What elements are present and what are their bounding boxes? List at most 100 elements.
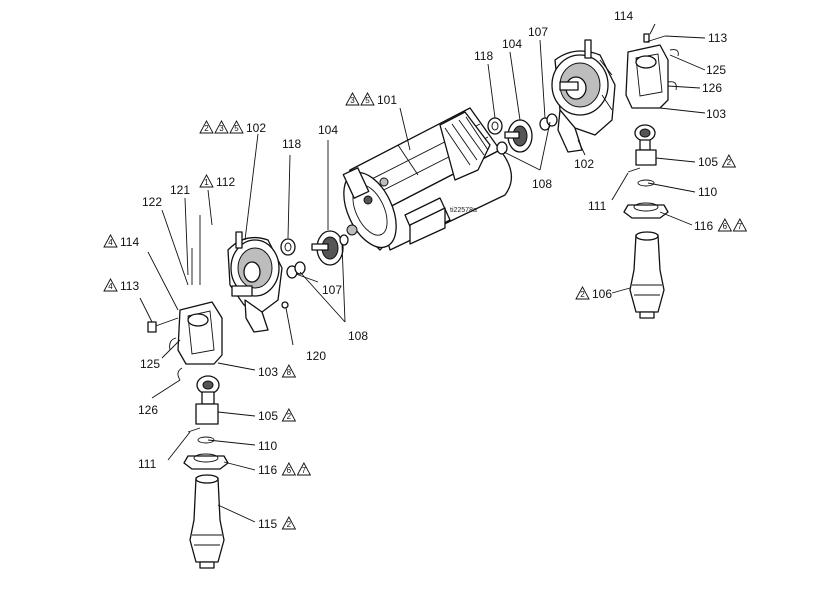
callout-107: 107	[528, 25, 548, 39]
callout-number: 107	[322, 283, 342, 297]
callout-number: 118	[282, 137, 301, 151]
right-front-cover	[625, 33, 679, 109]
warning-triangle-icon: 4	[103, 278, 118, 292]
callout-107: 107	[322, 283, 342, 297]
warning-triangle-icon: 2	[281, 408, 297, 422]
triangle-mark: 6	[723, 222, 728, 231]
right-gear-housing	[551, 39, 616, 153]
callout-number: 108	[348, 329, 368, 343]
figure-id: ti22578a	[450, 207, 477, 214]
warning-triangle-icon: 3	[214, 120, 229, 134]
callout-121: 121	[170, 183, 190, 197]
callout-116: 116 6 7	[694, 218, 748, 233]
callout-111: 111	[588, 199, 607, 213]
left-gear-104	[311, 230, 344, 266]
callout-number: 101	[377, 93, 397, 107]
triangle-mark: 2	[204, 124, 209, 133]
callout-number: 102	[246, 121, 266, 135]
callout-number: 121	[170, 183, 190, 197]
warning-triangle-icon: 2	[281, 516, 297, 530]
warning-triangle-icon: 4	[103, 234, 118, 248]
callout-number: 125	[706, 63, 726, 77]
callout-number: 110	[698, 185, 717, 199]
callout-112: 1 112	[199, 174, 235, 189]
callout-108: 108	[348, 329, 368, 343]
warning-triangle-icon: 7	[732, 218, 748, 232]
triangle-mark: 1	[204, 178, 209, 187]
triangle-mark: 7	[302, 466, 307, 475]
callout-114: 114	[614, 9, 633, 23]
warning-triangle-icon: 1	[199, 174, 214, 188]
triangle-mark: 8	[287, 368, 292, 377]
callout-number: 126	[138, 403, 158, 417]
warning-triangle-icon: 2	[721, 154, 737, 168]
warning-triangle-icon: 2	[575, 286, 590, 300]
callout-118: 118	[282, 137, 301, 151]
callout-number: 113	[120, 279, 139, 293]
callout-102: 102	[574, 157, 594, 171]
callout-number: 126	[702, 81, 722, 95]
callout-115: 115 2	[258, 516, 297, 531]
callout-number: 115	[258, 517, 277, 531]
warning-triangle-icon: 3	[345, 92, 360, 106]
callout-number: 116	[694, 219, 713, 233]
triangle-mark: 5	[365, 96, 370, 105]
right-pump-lower-106	[629, 231, 665, 319]
triangle-mark: 2	[727, 158, 732, 167]
callout-number: 103	[706, 107, 726, 121]
callout-126: 126	[702, 81, 722, 95]
right-washers	[487, 113, 558, 155]
callout-number: 122	[142, 195, 162, 209]
motor-assembly	[342, 107, 512, 251]
callout-number: 113	[708, 31, 727, 45]
callout-number: 116	[258, 463, 277, 477]
callout-103: 103	[706, 107, 726, 121]
left-pump-lower-115	[189, 474, 225, 569]
leader-lines	[139, 23, 706, 523]
callout-110: 110	[258, 439, 277, 453]
triangle-mark: 7	[738, 222, 743, 231]
callout-number: 105	[258, 409, 278, 423]
callout-120: 120	[306, 349, 326, 363]
left-connecting-rod	[187, 375, 220, 444]
triangle-mark: 2	[580, 290, 585, 299]
callout-number: 104	[502, 37, 522, 51]
callout-number: 120	[306, 349, 326, 363]
callout-118: 118	[474, 49, 493, 63]
warning-triangle-icon: 5	[360, 92, 375, 106]
callout-number: 106	[592, 287, 612, 301]
warning-triangle-icon: 6	[281, 462, 297, 476]
callout-101: 3 5 101	[345, 92, 397, 107]
callout-number: 111	[138, 457, 157, 471]
callout-number: 102	[574, 157, 594, 171]
triangle-mark: 2	[287, 520, 292, 529]
callout-126: 126	[138, 403, 158, 417]
left-retaining-nut	[183, 453, 229, 470]
callout-111: 111	[138, 457, 157, 471]
right-connecting-rod	[627, 124, 657, 187]
callout-125: 125	[706, 63, 726, 77]
callout-number: 112	[216, 175, 235, 189]
callout-number: 125	[140, 357, 160, 371]
left-gear-housing	[227, 231, 283, 333]
callout-number: 118	[474, 49, 493, 63]
triangle-mark: 4	[108, 238, 113, 247]
warning-triangle-icon: 7	[296, 462, 312, 476]
callout-106: 2 106	[575, 286, 612, 301]
callout-number: 107	[528, 25, 548, 39]
callout-108: 108	[532, 177, 552, 191]
triangle-mark: 3	[350, 96, 355, 105]
left-washers	[280, 234, 349, 309]
callout-number: 104	[318, 123, 338, 137]
right-gear-104	[504, 119, 533, 153]
callout-number: 108	[532, 177, 552, 191]
callout-number: 111	[588, 199, 607, 213]
callout-number: 105	[698, 155, 718, 169]
